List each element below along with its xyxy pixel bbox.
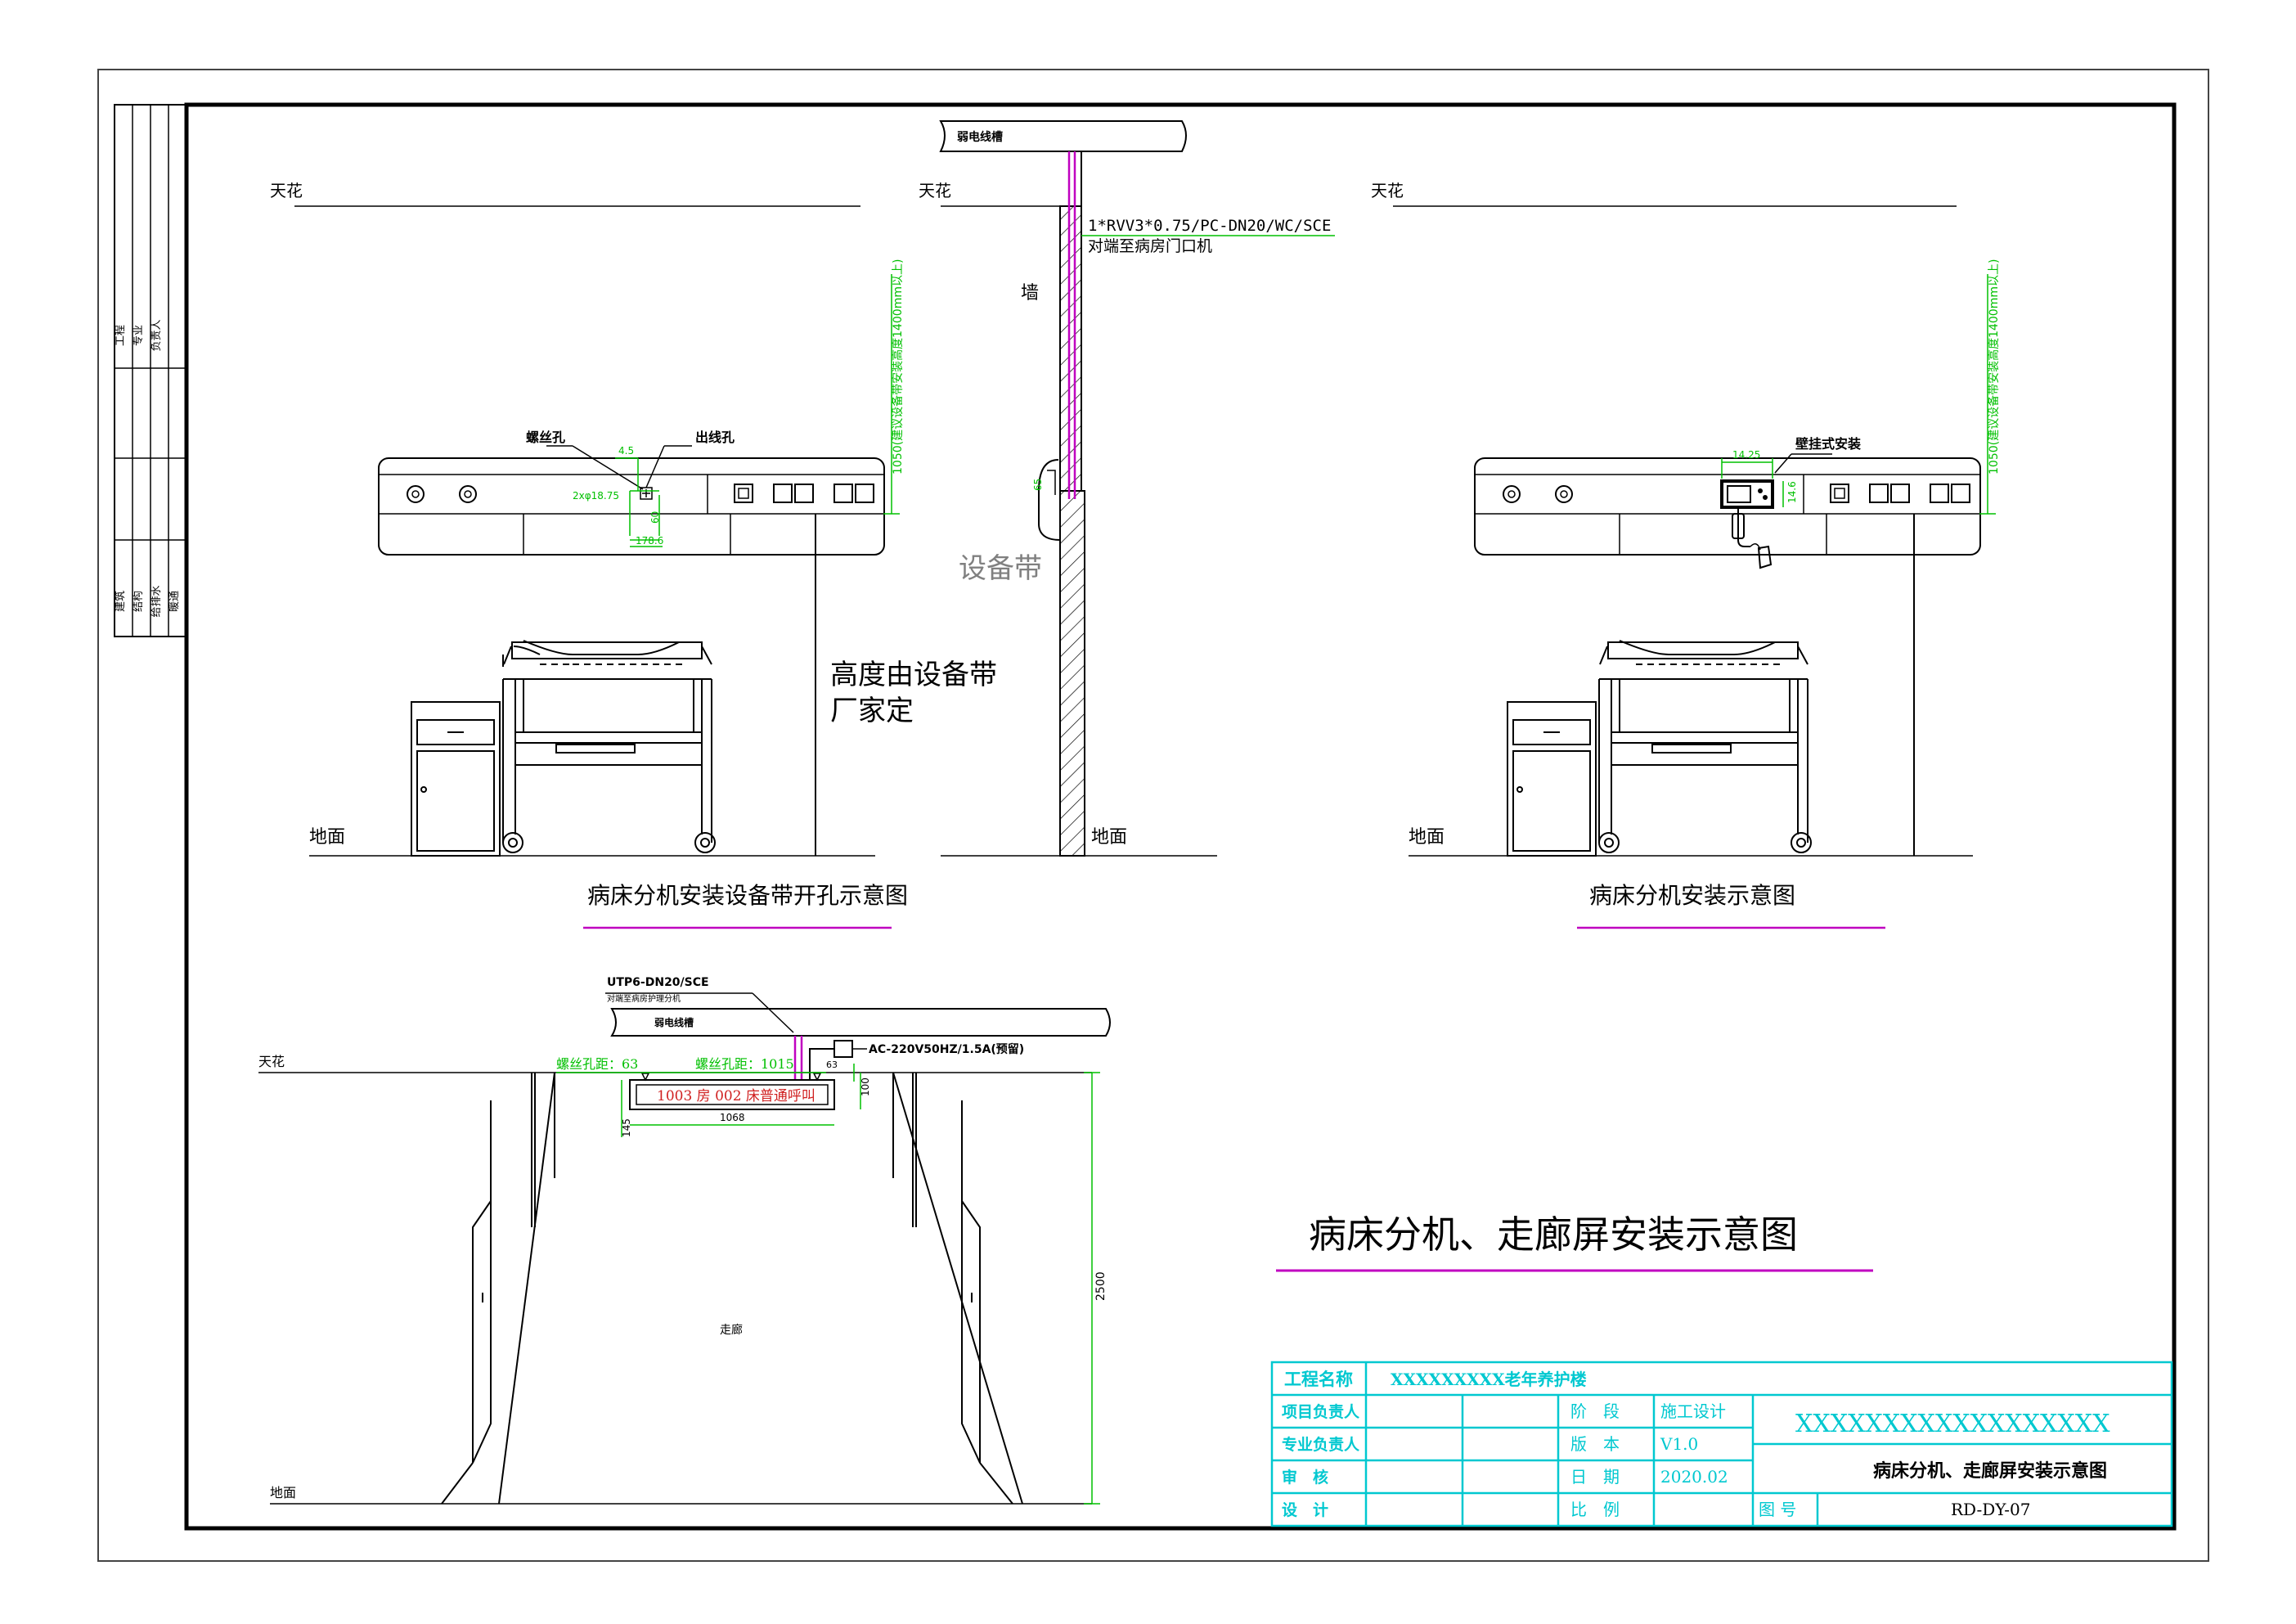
- dim-145: 145: [621, 1118, 632, 1137]
- bed-terminal-device: [1720, 479, 1774, 569]
- side-stamp: 工程 专业 负责人 建筑 结构 给排水 暖通: [114, 104, 187, 637]
- stamp-bottom-4: 暖通: [168, 591, 181, 612]
- hospital-bed-left: [502, 640, 716, 853]
- right-ceiling-label: 天花: [1371, 181, 1404, 200]
- row-value-1: 施工设计: [1660, 1401, 1726, 1421]
- utp-spec-label: UTP6-DN20/SCE: [607, 976, 709, 989]
- wall-label: 墙: [1021, 283, 1039, 304]
- middle-section: 弱电线槽 天花 墙 设备带 65 1*RVV3*0.75/PC-DN20/WC/…: [919, 120, 1335, 857]
- weak-tray-corridor: [610, 1008, 1111, 1037]
- dim-6-5-mid: 65: [1032, 479, 1044, 491]
- weak-tray-2-label: 弱电线槽: [654, 1016, 694, 1028]
- stamp-bottom-3: 给排水: [151, 585, 163, 617]
- drawing-no-label: 图 号: [1759, 1500, 1796, 1519]
- corridor-screen: 1003 房 002 床普通呼叫: [629, 1073, 835, 1110]
- outlet-hole-label: 出线孔: [695, 430, 735, 445]
- middle-floor-label: 地面: [1091, 827, 1127, 848]
- dim-63-box: 63: [826, 1059, 838, 1070]
- corridor-perspective: [441, 1072, 1023, 1505]
- middle-ceiling-label: 天花: [919, 181, 951, 200]
- caption-right: 病床分机安装示意图: [1589, 882, 1795, 909]
- ac-junction-box: [833, 1040, 853, 1058]
- dim-2phi-left: 2xφ18.75: [573, 490, 619, 502]
- nightstand-left: [411, 701, 501, 857]
- dim-1425-right: 14.25: [1732, 449, 1760, 461]
- left-elevation: 天花 地面 螺丝孔: [270, 181, 997, 929]
- caption-main: 病床分机、走廊屏安装示意图: [1309, 1212, 1798, 1257]
- dim-4-5-left: 4.5: [618, 445, 634, 457]
- left-ceiling-label: 天花: [270, 181, 303, 200]
- left-floor-label: 地面: [309, 827, 345, 848]
- dim-60-left: 60: [649, 511, 661, 524]
- right-floor-label: 地面: [1409, 827, 1445, 848]
- screw-hole-label: 螺丝孔: [526, 430, 565, 445]
- height-note-2: 厂家定: [830, 695, 914, 727]
- company-name: XXXXXXXXXXXXXXXXXX: [1795, 1410, 2110, 1438]
- stamp-bottom-2: 结构: [133, 591, 145, 612]
- stamp-top-3: 负责人: [151, 319, 163, 351]
- corridor-label: 走廊: [720, 1323, 743, 1337]
- row-key-2: 版 本: [1570, 1434, 1620, 1454]
- weak-tray-label: 弱电线槽: [957, 130, 1003, 144]
- outer-frame: [97, 69, 2209, 1562]
- project-label: 工程名称: [1284, 1369, 1353, 1389]
- row-value-2: V1.0: [1660, 1434, 1698, 1454]
- project-name: XXXXXXXXX老年养护楼: [1391, 1370, 1587, 1389]
- screw-dist-mid: 螺丝孔距：1015: [695, 1056, 794, 1072]
- corridor-screen-text: 1003 房 002 床普通呼叫: [657, 1088, 816, 1104]
- row-label-1: 项目负责人: [1282, 1402, 1360, 1421]
- ac-spec-label: AC-220V50HZ/1.5A(预留): [869, 1042, 1024, 1056]
- row-key-4: 比 例: [1570, 1500, 1620, 1519]
- nightstand-right: [1507, 701, 1597, 857]
- corridor-ceiling-label: 天花: [258, 1054, 285, 1069]
- drawing-title: 病床分机、走廊屏安装示意图: [1873, 1460, 2107, 1482]
- title-block: 工程名称 XXXXXXXXX老年养护楼 项目负责人 阶 段 施工设计 专业负责人…: [1270, 1361, 2173, 1527]
- row-label-2: 专业负责人: [1282, 1435, 1360, 1454]
- dim-1068: 1068: [720, 1112, 745, 1123]
- dim-100: 100: [860, 1077, 871, 1096]
- corridor-section: 天花 地面 弱电线槽 UTP6-DN20/SCE 对端至病房护理分机 AC-22…: [258, 976, 1111, 1505]
- dim-178-left: 178.6: [636, 535, 663, 547]
- weak-tray-top: [939, 120, 1187, 152]
- row-label-3: 审 核: [1282, 1468, 1328, 1487]
- right-elevation: 天花 地面: [1371, 181, 2001, 929]
- screw-dist-left: 螺丝孔距：63: [556, 1056, 638, 1072]
- row-value-3: 2020.02: [1660, 1467, 1728, 1487]
- row-label-4: 设 计: [1282, 1501, 1328, 1519]
- height-note-1: 高度由设备带: [830, 659, 997, 691]
- band-height-note-right: 1050(建议设备带安装高度1400mm以上): [1987, 259, 2001, 475]
- cable-spec-label: 1*RVV3*0.75/PC-DN20/WC/SCE: [1088, 217, 1331, 235]
- caption-left: 病床分机安装设备带开孔示意图: [587, 882, 908, 909]
- utp-dest-label: 对端至病房护理分机: [607, 993, 681, 1004]
- stamp-bottom-1: 建筑: [114, 591, 127, 612]
- stamp-top-1: 工程: [115, 325, 127, 346]
- inner-frame: [184, 102, 2177, 1531]
- stamp-top-2: 专业: [133, 325, 145, 346]
- row-key-1: 阶 段: [1570, 1401, 1620, 1421]
- hospital-bed-right: [1598, 640, 1812, 853]
- cable-dest-label: 对端至病房门口机: [1088, 237, 1212, 255]
- equipment-belt-right: [1474, 457, 1981, 556]
- band-height-note-left: 1050(建议设备带安装高度1400mm以上): [891, 259, 905, 475]
- dim-146-right: 14.6: [1786, 481, 1798, 503]
- dim-2500: 2500: [1094, 1271, 1108, 1301]
- corridor-floor-label: 地面: [270, 1485, 296, 1500]
- row-key-3: 日 期: [1570, 1467, 1620, 1487]
- drawing-no: RD-DY-07: [1951, 1500, 2030, 1519]
- equip-belt-label: 设备带: [959, 552, 1042, 585]
- wall-mount-label: 壁挂式安装: [1795, 436, 1861, 452]
